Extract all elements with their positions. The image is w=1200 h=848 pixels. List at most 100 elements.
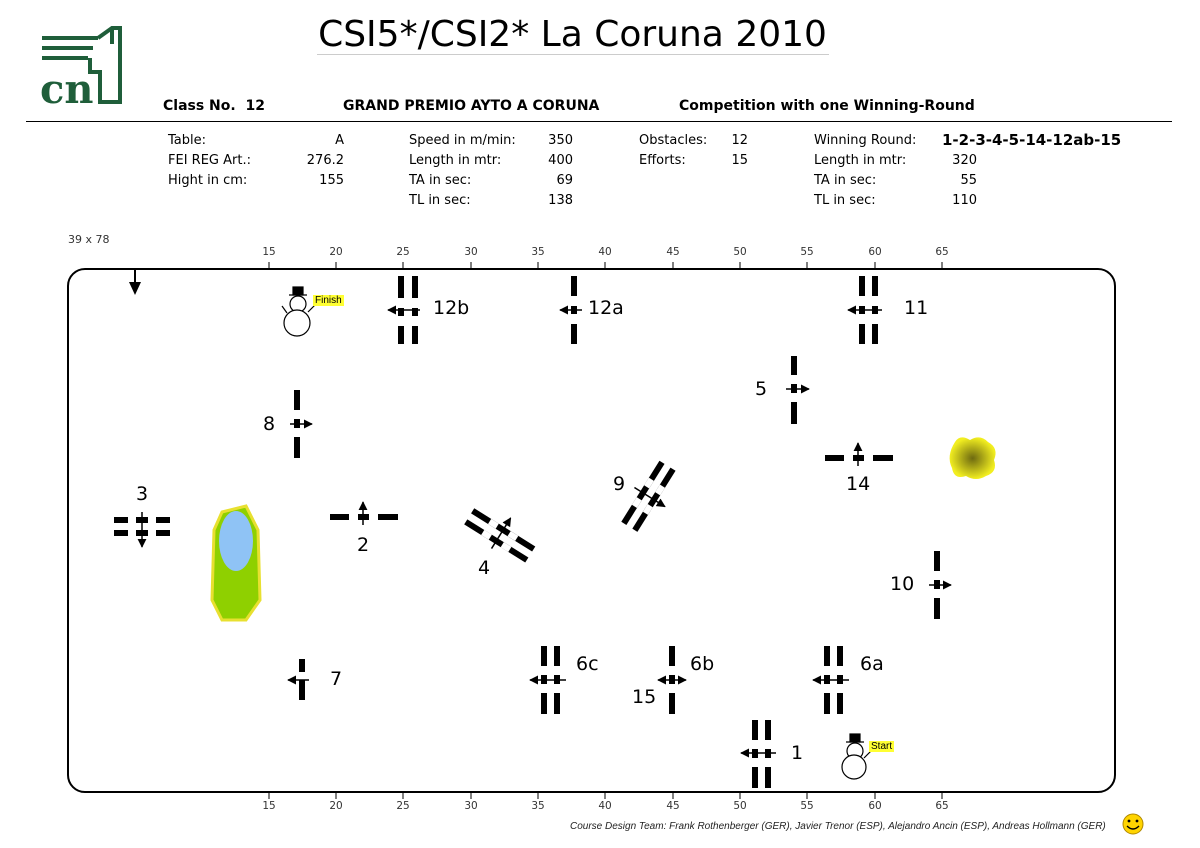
fence-11 [847, 276, 882, 344]
fence-label-6a: 6a [860, 653, 884, 675]
fence-label-5: 5 [755, 378, 768, 400]
table-value: 69 [556, 173, 573, 188]
table-label: Table: [168, 133, 206, 148]
scale-tick-label: 50 [733, 246, 747, 258]
scale-tick-label: 65 [935, 800, 949, 812]
scale-tick-label: 35 [531, 800, 545, 812]
scale-tick-label: 65 [935, 246, 949, 258]
logo-text: cn [40, 66, 94, 113]
table-value: 15 [731, 153, 748, 168]
table-label: TA in sec: [409, 173, 472, 188]
fence-4 [464, 508, 536, 563]
fence-label-9: 9 [613, 473, 626, 495]
fence-6b [657, 646, 687, 714]
table-label: Hight in cm: [168, 173, 248, 188]
arena-boundary [67, 268, 1116, 793]
start-label: Start [869, 741, 895, 752]
design-team-credits: Course Design Team: Frank Rothenberger (… [570, 821, 1106, 832]
competition-type: Competition with one Winning-Round [679, 98, 975, 114]
table-value: 155 [319, 173, 344, 188]
table-label: Speed in m/min: [409, 133, 516, 148]
scale-tick-label: 15 [262, 246, 276, 258]
horse-logo-icon [42, 26, 122, 104]
table-value: 400 [548, 153, 573, 168]
fence-6c [529, 646, 566, 714]
scale-tick-label: 25 [396, 800, 410, 812]
table-label: Length in mtr: [814, 153, 907, 168]
fence-label-8: 8 [263, 413, 276, 435]
snowman-start-icon [841, 733, 872, 780]
fence-label-7: 7 [330, 668, 343, 690]
bush-icon [949, 437, 996, 479]
title-underline [317, 54, 829, 55]
table-label: TL in sec: [409, 193, 471, 208]
scale-tick-label: 40 [598, 246, 612, 258]
fence-label-10: 10 [890, 573, 915, 595]
table-value: A [335, 133, 344, 148]
scale-tick-label: 40 [598, 800, 612, 812]
fence-label-12b: 12b [433, 297, 470, 319]
table-value: 320 [952, 153, 977, 168]
scale-tick-label: 55 [800, 246, 814, 258]
scale-tick-label: 50 [733, 800, 747, 812]
fence-12a [559, 276, 582, 344]
fence-3 [114, 512, 170, 548]
fence-10 [929, 551, 952, 619]
fence-9 [621, 460, 676, 532]
class-no: 12 [245, 98, 265, 114]
fence-5 [786, 356, 810, 424]
entry-arrow-icon [129, 270, 141, 295]
scale-tick-label: 30 [464, 246, 478, 258]
scale-tick-label: 20 [329, 800, 343, 812]
scale-tick-marks [268, 262, 943, 799]
arena-dimensions: 39 x 78 [68, 233, 110, 246]
class-name: GRAND PREMIO AYTO A CORUNA [343, 98, 600, 114]
fence-label-6b: 6b [690, 653, 715, 675]
fence-label-15: 15 [632, 686, 657, 708]
fence-7 [287, 659, 309, 700]
fence-6a [812, 646, 849, 714]
class-label: Class No. [163, 98, 236, 114]
fence-2 [330, 501, 398, 525]
fence-label-12a: 12a [588, 297, 624, 319]
header-rule [26, 121, 1172, 122]
table-label: Length in mtr: [409, 153, 502, 168]
scale-tick-label: 20 [329, 246, 343, 258]
table-label: TL in sec: [814, 193, 876, 208]
fence-label-3: 3 [136, 483, 149, 505]
fence-12b [387, 276, 420, 344]
table-label: TA in sec: [814, 173, 877, 188]
table-label: Winning Round: [814, 133, 917, 148]
fence-label-6c: 6c [576, 653, 599, 675]
scale-tick-label: 45 [666, 800, 680, 812]
winning-round-sequence: 1-2-3-4-5-14-12ab-15 [942, 131, 1122, 149]
table-label: Efforts: [639, 153, 686, 168]
scale-tick-label: 35 [531, 246, 545, 258]
fence-1 [740, 720, 776, 788]
scale-tick-label: 60 [868, 246, 882, 258]
table-value: 350 [548, 133, 573, 148]
finish-label: Finish [313, 295, 344, 306]
scale-tick-label: 45 [666, 246, 680, 258]
table-value: 276.2 [306, 153, 344, 168]
table-value: 110 [952, 193, 977, 208]
scale-tick-label: 15 [262, 800, 276, 812]
fence-8 [290, 390, 313, 458]
fence-14 [825, 442, 893, 466]
smiley-icon [1122, 813, 1144, 835]
snowman-finish-icon [281, 286, 316, 337]
fence-label-2: 2 [357, 534, 370, 556]
scale-tick-label: 30 [464, 800, 478, 812]
table-value: 138 [548, 193, 573, 208]
table-value: 12 [731, 133, 748, 148]
table-label: Obstacles: [639, 133, 708, 148]
fence-label-1: 1 [791, 742, 804, 764]
scale-tick-label: 55 [800, 800, 814, 812]
scale-tick-label: 25 [396, 246, 410, 258]
fence-label-14: 14 [846, 473, 871, 495]
fence-label-11: 11 [904, 297, 929, 319]
page-title: CSI5*/CSI2* La Coruna 2010 [318, 14, 827, 55]
table-label: FEI REG Art.: [168, 153, 251, 168]
fence-label-4: 4 [478, 557, 491, 579]
